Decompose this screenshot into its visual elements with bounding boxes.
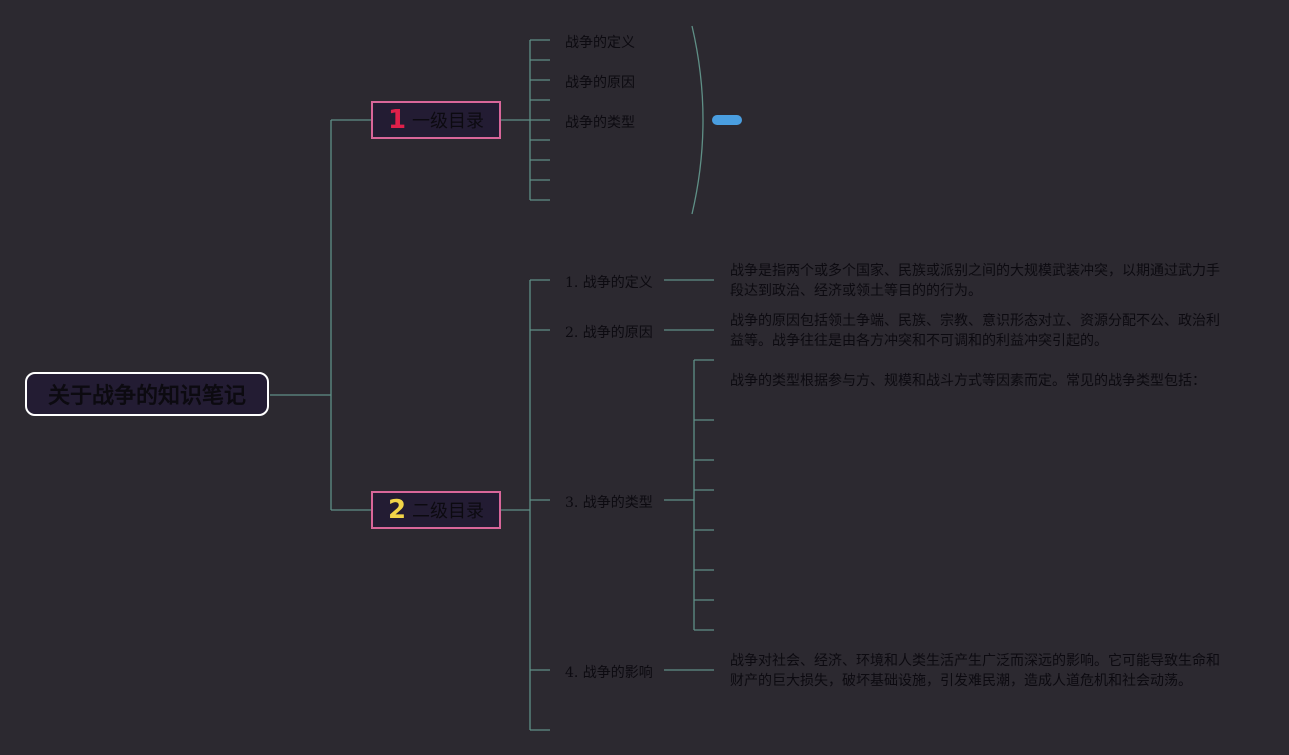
subtopic-types[interactable]: 3. 战争的类型 [565,495,653,511]
branch-node-level1[interactable]: 1 一级目录 [371,101,501,139]
summary-pill[interactable] [712,115,742,125]
topic-definition[interactable]: 战争的定义 [565,35,635,51]
topic-types[interactable]: 战争的类型 [565,115,635,131]
branch-label: 二级目录 [412,501,485,522]
badge-number-1: 1 [387,105,407,135]
subtopic-impact[interactable]: 4. 战争的影响 [565,665,653,681]
desc-impact[interactable]: 战争对社会、经济、环境和人类生活产生广泛而深远的影响。它可能导致生命和财产的巨大… [730,653,1220,689]
connector-item3 [664,359,714,631]
root-title: 关于战争的知识笔记 [47,384,246,409]
branch-label: 一级目录 [412,111,485,132]
branch-node-level2[interactable]: 2 二级目录 [371,491,501,529]
desc-types[interactable]: 战争的类型根据参与方、规模和战斗方式等因素而定。常见的战争类型包括： [730,373,1206,389]
summary-bracket [691,25,704,215]
root-node[interactable]: 关于战争的知识笔记 [25,372,269,416]
badge-number-2: 2 [387,495,407,525]
subtopic-causes[interactable]: 2. 战争的原因 [565,325,653,341]
subtopic-definition[interactable]: 1. 战争的定义 [565,275,653,291]
topic-causes[interactable]: 战争的原因 [565,75,635,91]
connector-branch1 [500,39,550,201]
desc-definition[interactable]: 战争是指两个或多个国家、民族或派别之间的大规模武装冲突，以期通过武力手段达到政治… [730,263,1220,299]
connector-root [270,119,371,511]
connector-branch2 [500,279,550,731]
desc-causes[interactable]: 战争的原因包括领土争端、民族、宗教、意识形态对立、资源分配不公、政治利益等。战争… [730,313,1220,349]
